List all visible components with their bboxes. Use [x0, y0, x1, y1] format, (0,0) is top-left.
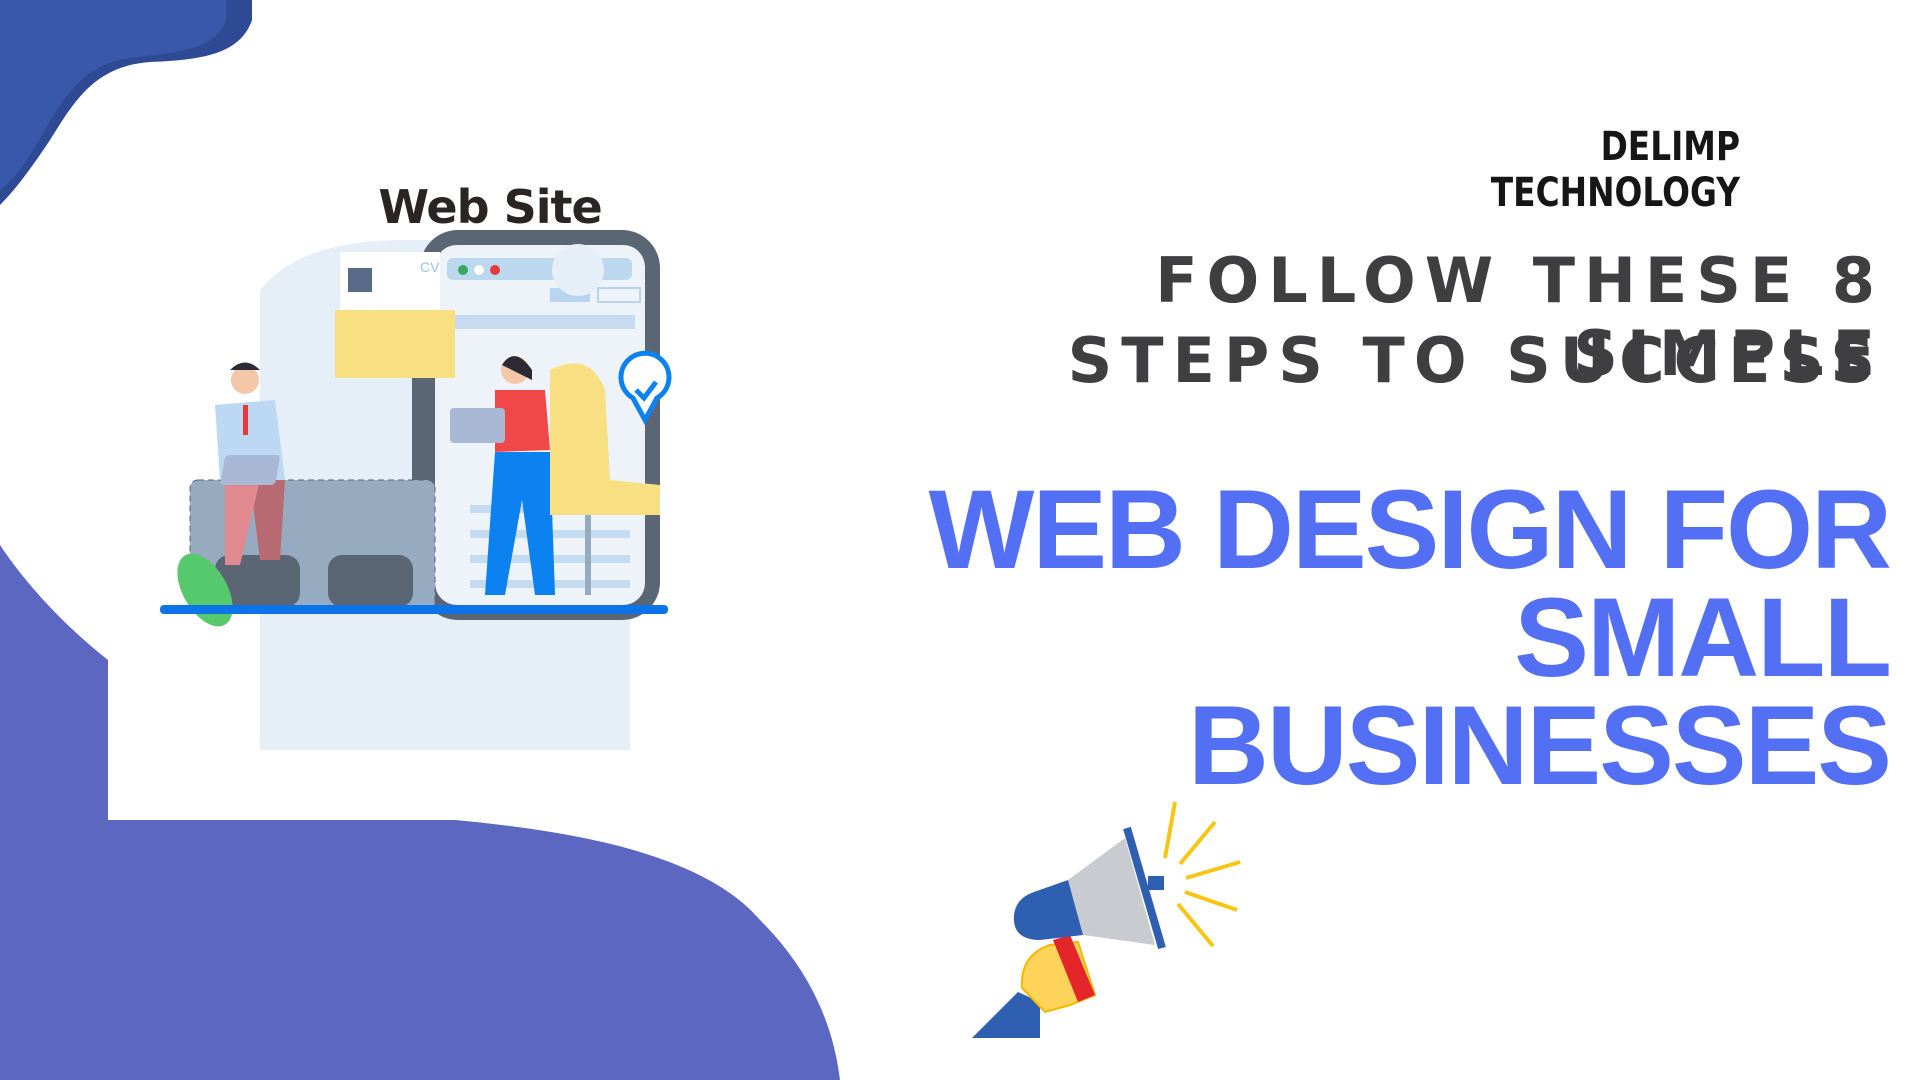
floor-line — [160, 605, 668, 614]
location-check-icon — [618, 350, 672, 426]
folder-icon — [335, 310, 455, 378]
top-left-blob — [0, 0, 226, 190]
subtitle-line-1: FOLLOW THESE 8 SIMPLE — [1155, 244, 1884, 390]
brand-name: DELIMP TECHNOLOGY — [1490, 124, 1740, 216]
headline-line-2: SMALL — [1514, 575, 1892, 700]
website-illustration: CV — [160, 230, 672, 750]
cv-label: CV — [420, 259, 440, 275]
subtitle-line-2: STEPS TO SUCCESS — [1067, 324, 1884, 397]
megaphone-icon — [972, 801, 1241, 1038]
bottom-left-blob — [0, 545, 840, 1080]
headline-line-1: WEB DESIGN FOR — [928, 467, 1892, 592]
headline-line-3: BUSINESSES — [1188, 683, 1892, 808]
chair — [550, 363, 660, 515]
illustration-title: Web Site — [378, 180, 602, 234]
user-avatar-icon — [552, 244, 604, 296]
